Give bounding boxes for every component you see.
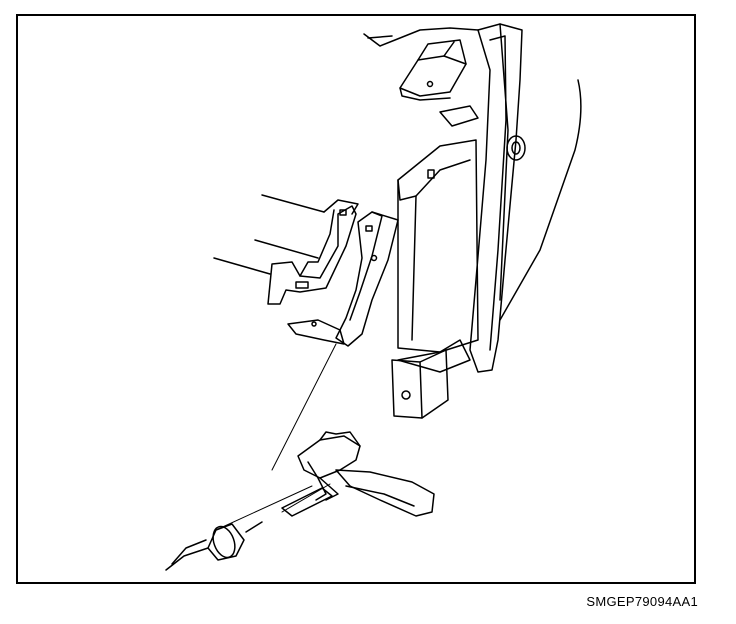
figure-frame xyxy=(16,14,696,584)
rivet xyxy=(165,521,263,571)
leader-lines xyxy=(215,343,337,531)
rivet-gun xyxy=(281,431,435,517)
mounting-bracket xyxy=(213,194,399,347)
body-panel xyxy=(363,23,582,419)
figure-code: SMGEP79094AA1 xyxy=(586,594,698,609)
